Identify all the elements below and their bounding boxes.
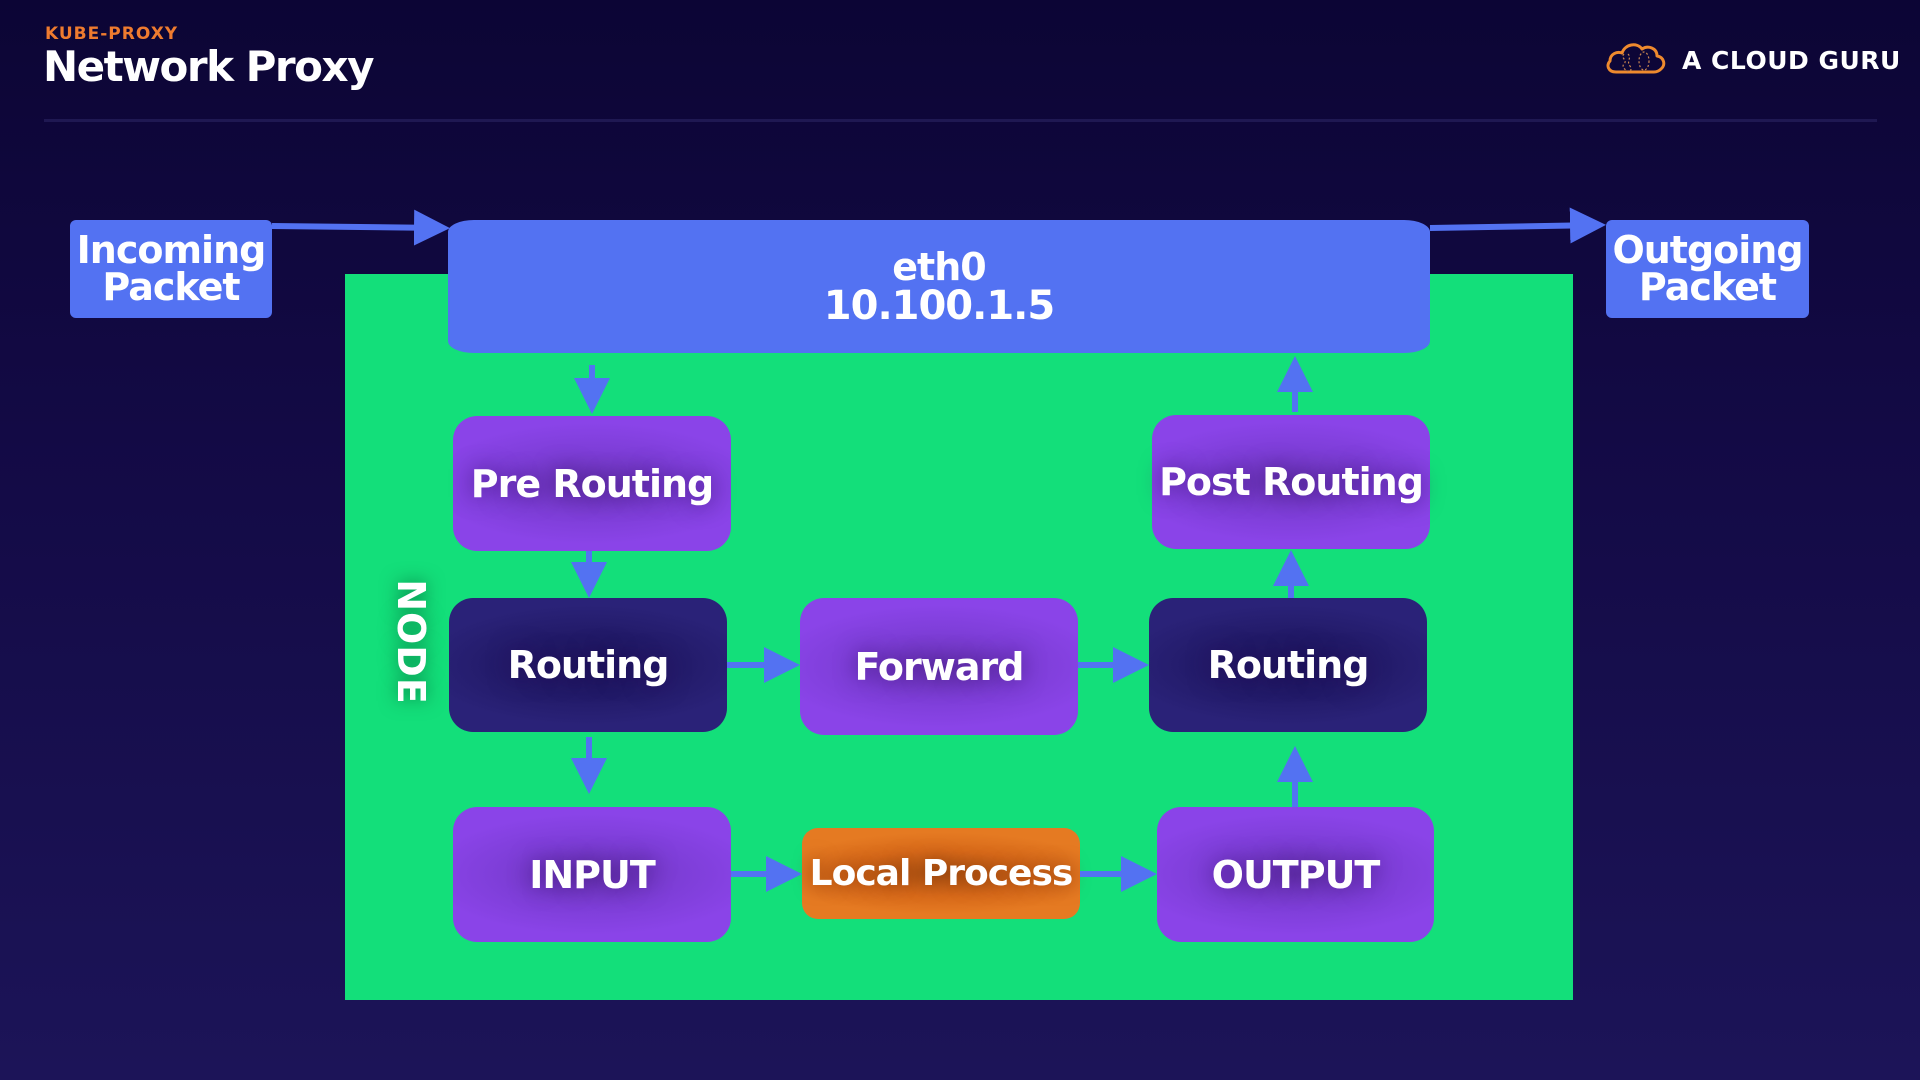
- local-process-label: Local Process: [809, 853, 1074, 894]
- post-routing-label: Post Routing: [1159, 460, 1424, 504]
- outgoing-packet-line1: Outgoing: [1612, 228, 1803, 272]
- input-label: INPUT: [529, 852, 656, 897]
- outgoing-packet-box: Outgoing Packet: [1606, 220, 1809, 318]
- interface-name: eth0: [892, 244, 986, 289]
- output-box: OUTPUT: [1157, 807, 1434, 942]
- brand-logo: A CLOUD GURU: [1604, 38, 1901, 83]
- page-title: Network Proxy: [43, 42, 374, 91]
- pre-routing-box: Pre Routing: [453, 416, 731, 551]
- section-eyebrow: KUBE-PROXY: [45, 24, 179, 44]
- output-label: OUTPUT: [1211, 852, 1381, 897]
- post-routing-box: Post Routing: [1152, 415, 1430, 549]
- pre-routing-label: Pre Routing: [470, 461, 714, 506]
- arrow-eth0-to-outgoing: [1429, 207, 1606, 244]
- header-divider: [44, 119, 1877, 122]
- incoming-packet-line1: Incoming: [76, 228, 267, 272]
- routing-in-box: Routing: [449, 598, 727, 732]
- eth0-interface-box: eth0 10.100.1.5: [448, 220, 1430, 353]
- input-box: INPUT: [453, 807, 731, 942]
- cloud-icon: [1604, 38, 1668, 83]
- forward-label: Forward: [854, 644, 1025, 689]
- local-process-box: Local Process: [802, 828, 1080, 919]
- arrow-incoming-to-eth0: [271, 209, 450, 246]
- forward-box: Forward: [800, 598, 1078, 735]
- routing-out-box: Routing: [1149, 598, 1427, 732]
- incoming-packet-box: Incoming Packet: [70, 220, 272, 318]
- routing-in-label: Routing: [507, 643, 670, 687]
- outgoing-packet-line2: Packet: [1638, 265, 1777, 309]
- brand-name: A CLOUD GURU: [1682, 46, 1901, 75]
- node-label: NODE: [389, 579, 434, 705]
- interface-ip: 10.100.1.5: [823, 282, 1055, 329]
- incoming-packet-line2: Packet: [102, 265, 240, 309]
- routing-out-label: Routing: [1207, 643, 1370, 687]
